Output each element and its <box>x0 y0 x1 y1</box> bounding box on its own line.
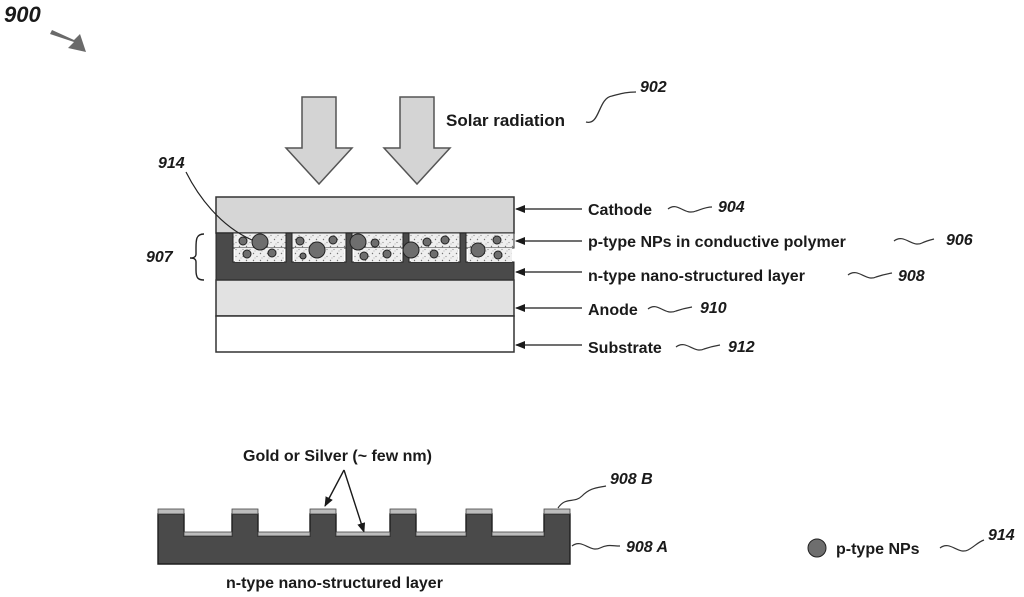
nanoparticle <box>440 235 450 245</box>
nanoparticle <box>382 249 392 259</box>
solar-arrow-left <box>284 96 354 186</box>
legend-label: p-type NPs <box>836 541 920 558</box>
nanoparticle <box>470 242 486 258</box>
trench-coating <box>183 531 233 537</box>
substrate-ref-number: 912 <box>728 339 755 356</box>
coating-pointer-arrow <box>324 469 345 507</box>
tooth-cap <box>309 508 337 515</box>
nanoparticle <box>295 236 305 246</box>
nanoparticle <box>349 233 367 251</box>
cathode-ref-squiggle <box>667 206 713 213</box>
figure-pointer-arrow <box>50 30 86 52</box>
nanoparticle <box>359 251 369 261</box>
legend: p-type NPs 914 <box>807 527 1015 558</box>
tooth-cap <box>231 508 259 515</box>
substrate-layer <box>215 315 515 353</box>
n-type-ref-number: 908 <box>898 268 925 285</box>
nanoparticle <box>402 241 420 259</box>
tooth-cap <box>389 508 417 515</box>
nanoparticle <box>493 250 503 260</box>
cathode-layer <box>215 196 515 234</box>
coating-pointer-arrow <box>343 469 366 533</box>
base-ref-number: 908 A <box>626 539 668 556</box>
nanoparticle <box>299 252 307 260</box>
nanoparticle <box>422 237 432 247</box>
polymer-label: p-type NPs in conductive polymer <box>588 234 846 251</box>
layer-pointers <box>515 205 582 349</box>
nanoparticle <box>429 249 439 259</box>
legend-ref-number: 914 <box>988 527 1015 544</box>
trench-coating <box>491 531 545 537</box>
coating-label: Gold or Silver (~ few nm) <box>243 448 432 465</box>
base-ref-squiggle <box>571 543 621 550</box>
solar-radiation-label: Solar radiation <box>446 111 565 130</box>
anode-layer <box>215 279 515 317</box>
solar-arrow-right <box>382 96 452 186</box>
nanoparticle <box>267 248 277 258</box>
polymer-ref-number: 906 <box>946 232 973 249</box>
polymer-ref-squiggle <box>893 238 935 245</box>
legend-nanoparticle-icon <box>807 538 827 558</box>
device-stack <box>215 196 515 353</box>
tooth-cap <box>465 508 493 515</box>
np-ref-leader <box>185 171 253 241</box>
anode-label: Anode <box>588 302 638 319</box>
coating-ref-squiggle <box>557 485 607 509</box>
tooth-cap <box>157 508 185 515</box>
substrate-label: Substrate <box>588 340 662 357</box>
nanoparticle <box>492 235 502 245</box>
substrate-ref-squiggle <box>675 344 721 351</box>
active-region-ref-number: 907 <box>146 249 174 266</box>
n-type-base <box>157 513 571 565</box>
nanoparticle <box>308 241 326 259</box>
anode-ref-number: 910 <box>700 300 727 317</box>
trench-coating <box>257 531 311 537</box>
tooth-cap <box>543 508 571 515</box>
cathode-label: Cathode <box>588 202 652 219</box>
coating-pointers <box>324 469 366 533</box>
n-type-label: n-type nano-structured layer <box>588 268 805 285</box>
np-ref-number: 914 <box>158 155 185 172</box>
nanoparticle <box>238 236 248 246</box>
solar-ref-squiggle <box>585 91 637 123</box>
solar-ref-number: 902 <box>640 79 667 96</box>
active-region-bracket <box>189 233 205 281</box>
n-type-ref-squiggle <box>847 272 893 279</box>
nanoparticle <box>242 249 252 259</box>
nanoparticles <box>238 233 503 261</box>
legend-ref-squiggle <box>939 539 985 552</box>
nanostructure-detail <box>157 508 571 565</box>
metal-coating <box>157 508 571 537</box>
nanoparticle <box>370 238 380 248</box>
figure-number: 900 <box>4 2 41 27</box>
layer-caption: n-type nano-structured layer <box>226 575 443 592</box>
nanoparticle <box>251 233 269 251</box>
coating-ref-number: 908 B <box>610 471 653 488</box>
anode-ref-squiggle <box>647 306 693 313</box>
cathode-ref-number: 904 <box>718 199 745 216</box>
trench-coating <box>335 531 391 537</box>
nanoparticle <box>328 235 338 245</box>
trench-coating <box>415 531 467 537</box>
